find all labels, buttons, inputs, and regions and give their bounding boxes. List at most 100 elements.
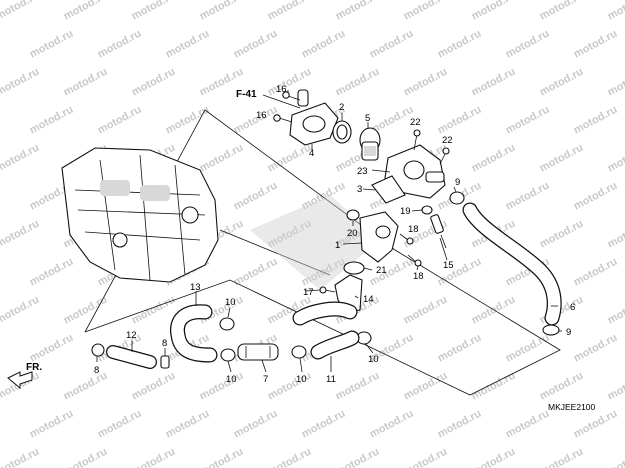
callout-20: 20 [347, 228, 358, 239]
clamp-8 [160, 355, 170, 369]
callout-7: 7 [263, 374, 268, 385]
watermark-text: motod.ru [538, 66, 586, 99]
leader-lines [96, 90, 562, 373]
bolt-17 [319, 286, 336, 294]
hose-11 [310, 330, 360, 360]
watermark-text: motod.ru [504, 104, 552, 137]
clamp-10-b [220, 348, 236, 362]
bolt-16-upper [282, 91, 301, 101]
callout-21: 21 [376, 265, 387, 276]
callout-14: 14 [363, 294, 374, 305]
watermark-text: motod.ru [470, 446, 518, 468]
engine-block [61, 147, 219, 283]
dotted-shading [250, 195, 380, 290]
watermark-text: motod.ru [606, 66, 625, 99]
watermark-text: motod.ru [62, 294, 110, 327]
callout-12: 12 [126, 330, 137, 341]
watermark-text: motod.ru [28, 256, 76, 289]
watermark-text: motod.ru [164, 408, 212, 441]
watermark-text: motod.ru [538, 0, 586, 23]
watermark-text: motod.ru [164, 28, 212, 61]
watermark-text: motod.ru [130, 294, 178, 327]
watermark-text: motod.ru [130, 66, 178, 99]
watermark-text: motod.ru [402, 446, 450, 468]
callout-22-b: 22 [442, 135, 453, 146]
watermark-text: motod.ru [334, 66, 382, 99]
hose-12 [106, 345, 157, 369]
clamp-upper-right [449, 191, 465, 205]
clamp-10-c [291, 345, 307, 359]
callout-11: 11 [326, 374, 336, 385]
watermark-text: motod.ru [130, 370, 178, 403]
watermark-text: motod.ru [538, 218, 586, 251]
callouts: 16 16 4 2 5 22 22 23 3 9 19 20 18 1 21 1… [94, 84, 575, 385]
watermark-text: motod.ru [504, 408, 552, 441]
watermark-text: motod.ru [368, 408, 416, 441]
bolt-22-a [413, 129, 421, 151]
watermark-text: motod.ru [538, 294, 586, 327]
watermark-text: motod.ru [504, 332, 552, 365]
bolt-22-b [439, 147, 450, 165]
watermark-text: motod.ru [198, 142, 246, 175]
front-label: FR. [26, 362, 42, 373]
gasket [371, 175, 406, 204]
watermark-text: motod.ru [232, 28, 280, 61]
watermark-text: motod.ru [572, 332, 620, 365]
watermark-text: motod.ru [504, 28, 552, 61]
watermark-text: motod.ru [0, 446, 41, 468]
watermark-text: motod.ru [0, 142, 41, 175]
watermark-text: motod.ru [572, 256, 620, 289]
watermark-text: motod.ru [28, 408, 76, 441]
watermark-text: motod.ru [28, 28, 76, 61]
bolt-16-lower [273, 114, 293, 123]
watermark-text: motod.ru [0, 66, 41, 99]
callout-3: 3 [357, 184, 362, 195]
callout-8: 8 [162, 338, 167, 349]
watermark-text: motod.ru [572, 180, 620, 213]
thermostat-cover [289, 89, 339, 146]
callout-6: 6 [570, 302, 575, 313]
watermark-text: motod.ru [504, 180, 552, 213]
watermark-text: motod.ru [334, 0, 382, 23]
watermark-text: motod.ru [62, 66, 110, 99]
callout-8-left: 8 [94, 365, 99, 376]
front-arrow: FR. [7, 362, 42, 390]
bolt-18-lower [407, 254, 422, 267]
watermark-text: motod.ru [402, 0, 450, 23]
watermark-text: motod.ru [232, 256, 280, 289]
watermark-text: motod.ru [0, 294, 41, 327]
reference-label: F-41 [236, 89, 257, 100]
hose-7 [237, 343, 279, 361]
watermark-text: motod.ru [538, 370, 586, 403]
watermark-text: motod.ru [606, 218, 625, 251]
watermark-text: motod.ru [62, 370, 110, 403]
watermark-text: motod.ru [436, 408, 484, 441]
o-ring-21 [343, 261, 365, 275]
hose-13 [170, 304, 218, 363]
diagram-code: MKJEE2100 [548, 402, 596, 412]
watermark-text: motod.ru [436, 104, 484, 137]
watermark-text: motod.ru [402, 294, 450, 327]
watermark-text: motod.ru [96, 104, 144, 137]
watermark-text: motod.ru [368, 28, 416, 61]
watermark-text: motod.ru [572, 104, 620, 137]
callout-13: 13 [190, 282, 201, 293]
watermark-text: motod.ru [266, 446, 314, 468]
hose-middle [292, 301, 358, 326]
callout-5: 5 [365, 113, 370, 124]
callout-16-b: 16 [256, 110, 267, 121]
callout-9-lower: 9 [566, 327, 571, 338]
callout-2: 2 [339, 102, 344, 113]
watermark-text: motod.ru [402, 66, 450, 99]
watermark-text: motod.ru [470, 0, 518, 23]
watermark-text: motod.ru [606, 294, 625, 327]
callout-17: 17 [303, 287, 314, 298]
watermark-text: motod.ru [368, 256, 416, 289]
watermark-text: motod.ru [198, 0, 246, 23]
temperature-sensor [430, 214, 447, 249]
watermark-text: motod.ru [300, 408, 348, 441]
watermark-text: motod.ru [62, 446, 110, 468]
callout-18-upper: 18 [408, 224, 419, 235]
watermark-text: motod.ru [266, 142, 314, 175]
